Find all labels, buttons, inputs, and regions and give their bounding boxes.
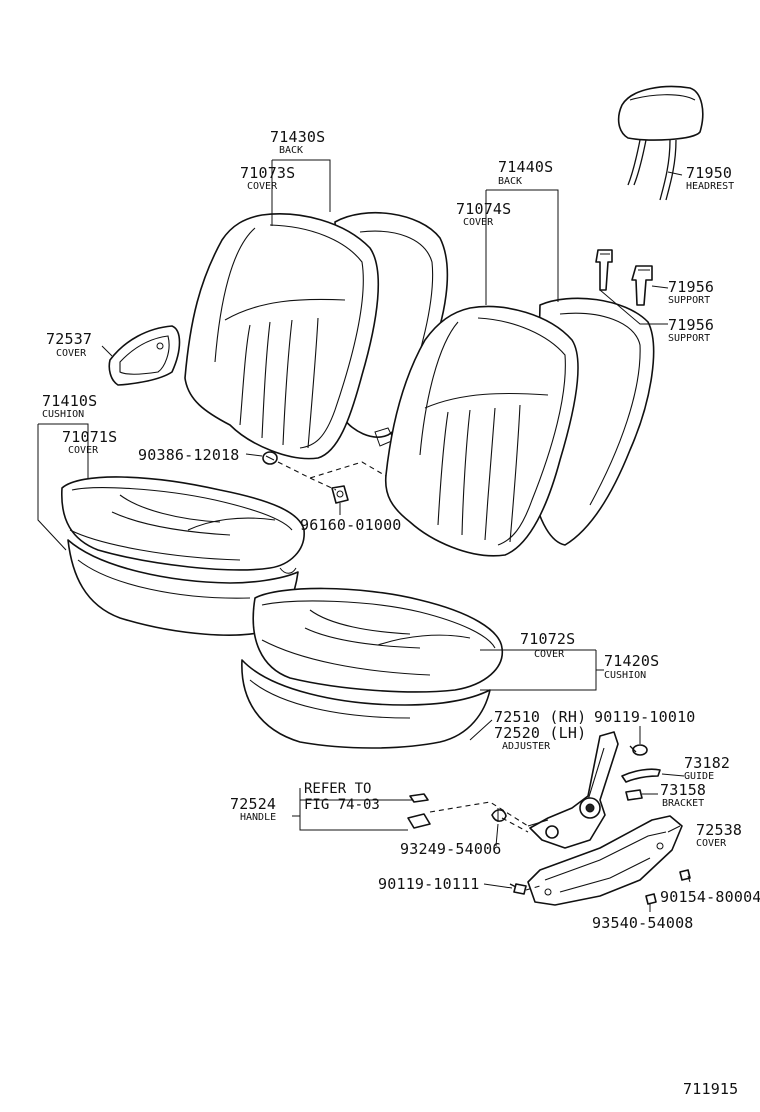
label-pin-number: 93249-54006 xyxy=(400,840,502,858)
label-clip-number: 90386-12018 xyxy=(138,446,240,464)
label-support-2-number: 71956 xyxy=(668,316,714,334)
label-cover-back-rh-number: 71073S xyxy=(240,164,295,182)
label-screw-b-number: 93540-54008 xyxy=(592,914,694,932)
headrest xyxy=(617,85,704,201)
label-cover-cushion-lh-number: 71072S xyxy=(520,630,575,648)
label-refer-line1: REFER TO xyxy=(304,781,371,797)
label-headrest-name: HEADREST xyxy=(686,181,734,192)
label-adjuster-rh-number: 72510 (RH) xyxy=(494,708,586,726)
bracket-73158 xyxy=(625,789,643,801)
label-cover-cushion-rh-number: 71071S xyxy=(62,428,117,446)
label-guide-number: 73182 xyxy=(684,754,730,772)
nut-96160 xyxy=(331,485,349,504)
label-back-rh-number: 71430S xyxy=(270,128,325,146)
label-cover-back-lh-name: COVER xyxy=(463,217,494,228)
label-handle-number: 72524 xyxy=(230,795,276,813)
label-hinge-cover-number: 72537 xyxy=(46,330,92,348)
bolt-90119-10111 xyxy=(509,883,527,895)
support-2 xyxy=(631,265,653,306)
screw-90154 xyxy=(679,869,691,881)
label-nut-number: 96160-01000 xyxy=(300,516,402,534)
label-headrest-number: 71950 xyxy=(686,164,732,182)
screw-93540 xyxy=(645,893,657,905)
label-bolt-lower-number: 90119-10111 xyxy=(378,875,480,893)
labels: 71430S BACK 71073S COVER 71440S BACK 710… xyxy=(42,128,760,1098)
handle-72524 xyxy=(407,793,431,829)
label-guide-name: GUIDE xyxy=(684,771,714,782)
label-bracket-number: 73158 xyxy=(660,781,706,799)
label-support-1-number: 71956 xyxy=(668,278,714,296)
label-cushion-lh-number: 71420S xyxy=(604,652,659,670)
seat-adjuster xyxy=(527,731,619,849)
pin-93249 xyxy=(491,808,507,822)
label-side-cover-name: COVER xyxy=(696,838,727,849)
label-cushion-rh-number: 71410S xyxy=(42,392,97,410)
label-back-rh-name: BACK xyxy=(279,145,303,156)
bolt-90119-10010 xyxy=(629,744,648,756)
label-screw-a-number: 90154-80004 xyxy=(660,888,760,906)
label-adjuster-lh-number: 72520 (LH) xyxy=(494,724,586,742)
seat-cushion-lh-base xyxy=(241,659,491,749)
clip-90386 xyxy=(262,451,278,465)
seat-back-rh-front xyxy=(184,213,380,460)
label-support-1-name: SUPPORT xyxy=(668,295,710,306)
support-1 xyxy=(595,249,613,291)
label-back-lh-number: 71440S xyxy=(498,158,553,176)
seat-cushion-lh-cover xyxy=(252,587,503,693)
seat-cushion-rh-cover xyxy=(61,476,305,574)
label-bolt-adjuster-number: 90119-10010 xyxy=(594,708,696,726)
diagram-id: 711915 xyxy=(683,1080,738,1098)
guide-73182 xyxy=(621,768,661,783)
label-bracket-name: BRACKET xyxy=(662,798,704,809)
label-back-lh-name: BACK xyxy=(498,176,522,187)
label-cover-cushion-rh-name: COVER xyxy=(68,445,99,456)
label-hinge-cover-name: COVER xyxy=(56,348,87,359)
leader-lines xyxy=(37,159,691,912)
label-cover-cushion-lh-name: COVER xyxy=(534,649,565,660)
label-support-2-name: SUPPORT xyxy=(668,333,710,344)
label-side-cover-number: 72538 xyxy=(696,821,742,839)
side-cover-72538 xyxy=(527,815,683,906)
label-cushion-rh-name: CUSHION xyxy=(42,409,84,420)
label-adjuster-name: ADJUSTER xyxy=(502,741,551,752)
label-cover-back-rh-name: COVER xyxy=(247,181,278,192)
dashed-reference-lines xyxy=(277,461,541,891)
label-cover-back-lh-number: 71074S xyxy=(456,200,511,218)
hinge-cover-72537 xyxy=(108,325,181,386)
label-refer-line2: FIG 74-03 xyxy=(304,797,380,813)
label-cushion-lh-name: CUSHION xyxy=(604,670,646,681)
label-handle-name: HANDLE xyxy=(240,812,276,823)
seat-back-lh-front xyxy=(384,305,579,557)
